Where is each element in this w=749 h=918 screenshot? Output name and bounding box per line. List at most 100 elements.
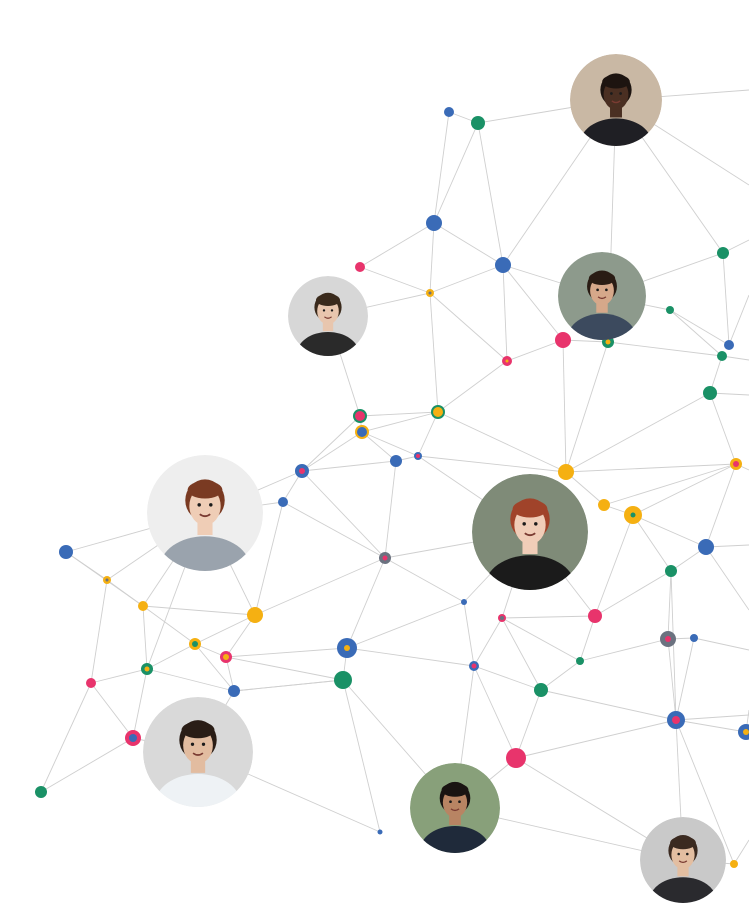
network-node xyxy=(724,340,734,350)
network-edge xyxy=(437,360,508,413)
network-node xyxy=(355,262,365,272)
avatar-man-laughing-bottom xyxy=(410,763,500,853)
network-edge xyxy=(40,682,92,793)
network-node-core xyxy=(500,616,504,620)
network-edge xyxy=(342,679,381,833)
network-node xyxy=(690,634,698,642)
network-node xyxy=(495,257,511,273)
network-edge xyxy=(225,647,348,658)
network-edge xyxy=(429,292,439,413)
nodes xyxy=(35,107,749,868)
network-edge xyxy=(463,601,475,667)
network-node xyxy=(278,497,288,507)
network-edge xyxy=(562,339,567,473)
network-edge xyxy=(670,570,677,721)
network-edge xyxy=(501,617,542,691)
network-edge xyxy=(433,122,479,224)
network-node xyxy=(377,829,383,835)
network-edge xyxy=(346,647,475,667)
avatar-woman-red-hair-left xyxy=(147,455,263,571)
network-edge xyxy=(225,614,256,658)
network-edge xyxy=(132,668,148,739)
network-node-core xyxy=(416,454,420,458)
network-node-core xyxy=(344,645,350,651)
network-edge xyxy=(384,557,465,603)
network-edge xyxy=(709,392,737,465)
network-edge xyxy=(254,501,284,616)
network-edge xyxy=(429,264,504,294)
network-edge xyxy=(540,689,677,721)
network-edge xyxy=(502,264,564,341)
network-edge xyxy=(675,637,695,721)
network-edge xyxy=(603,463,737,506)
network-edge xyxy=(705,546,749,611)
network-edge xyxy=(632,514,707,548)
network-edge xyxy=(733,839,749,865)
network-node-core xyxy=(733,461,739,467)
network-edge xyxy=(632,463,737,516)
network-node-core xyxy=(382,555,388,561)
network-edge xyxy=(607,341,723,357)
network-node-core xyxy=(223,654,229,660)
network-edge xyxy=(565,471,605,506)
avatar-man-shirt-bottom-left xyxy=(143,697,253,807)
network-edge xyxy=(301,470,386,559)
network-edge xyxy=(384,460,397,559)
network-edge xyxy=(506,339,564,362)
network-edge xyxy=(301,460,397,472)
network-node-core xyxy=(630,512,636,518)
avatars xyxy=(143,54,726,903)
network-node xyxy=(334,671,352,689)
network-edge xyxy=(667,638,677,721)
network-edge xyxy=(40,737,134,793)
network-node-core xyxy=(665,636,671,642)
network-node xyxy=(247,607,263,623)
network-node xyxy=(534,683,548,697)
network-edge xyxy=(282,501,386,559)
network-edge xyxy=(90,579,108,684)
network-node xyxy=(598,499,610,511)
network-edge xyxy=(675,714,749,721)
network-node-core xyxy=(144,666,150,672)
network-edge xyxy=(417,455,567,473)
network-edge xyxy=(594,514,634,617)
network-edge xyxy=(565,392,711,473)
network-edge xyxy=(194,643,235,692)
network-edge xyxy=(693,637,749,651)
network-edge xyxy=(540,660,581,691)
network-node-core xyxy=(505,359,509,363)
network-node xyxy=(558,464,574,480)
network-edge xyxy=(361,411,439,433)
network-node xyxy=(666,306,674,314)
network-node-core xyxy=(355,411,365,421)
network-node-core xyxy=(471,663,477,669)
avatar-man-smiling-top xyxy=(570,54,662,146)
network-edge xyxy=(433,111,450,224)
network-node xyxy=(138,601,148,611)
network-edge xyxy=(359,222,435,268)
network-node xyxy=(665,565,677,577)
network-node xyxy=(717,351,727,361)
network-node xyxy=(717,247,729,259)
network-edge xyxy=(146,668,235,692)
avatar-man-bottom-right xyxy=(640,817,726,903)
network-edge xyxy=(632,514,672,572)
network-edge xyxy=(501,615,596,619)
network-node-core xyxy=(357,427,367,437)
network-edge xyxy=(359,411,439,417)
network-node-core xyxy=(105,578,109,582)
network-node-core xyxy=(672,716,680,724)
network-edge xyxy=(669,309,730,346)
network-node-core xyxy=(428,291,432,295)
network-node xyxy=(588,609,602,623)
network-edge xyxy=(473,665,517,759)
network-edge xyxy=(515,689,542,759)
network-edge xyxy=(417,411,439,457)
avatar-woman-long-hair xyxy=(288,276,368,356)
network-edge xyxy=(361,431,397,462)
network-edge xyxy=(722,252,730,346)
network-edge xyxy=(359,266,431,294)
network-edge xyxy=(669,309,723,357)
network-node-core xyxy=(192,641,198,647)
network-edge xyxy=(346,601,465,649)
